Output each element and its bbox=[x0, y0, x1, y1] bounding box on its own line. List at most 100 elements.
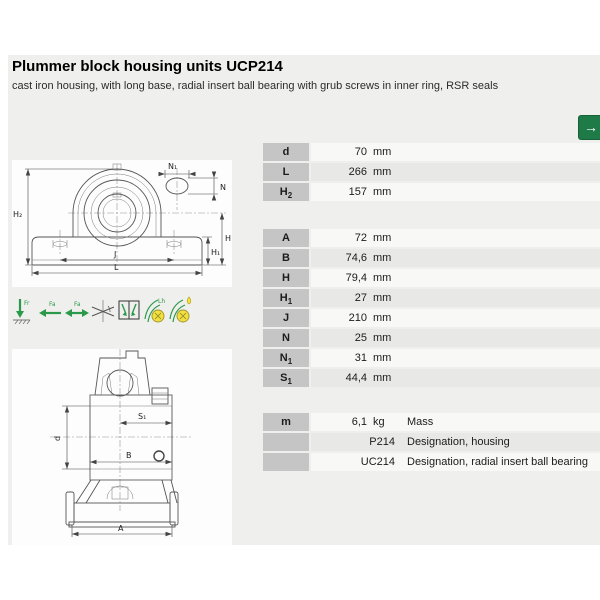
dim-unit: mm bbox=[373, 146, 392, 158]
dim-symbol: S1 bbox=[263, 369, 309, 387]
dim-value: P214 bbox=[369, 436, 395, 448]
front-view-drawing: H₂ N₁ N H H₁ J L bbox=[12, 160, 232, 287]
svg-text:Fa: Fa bbox=[74, 301, 81, 308]
dim-symbol: d bbox=[263, 143, 309, 161]
dim-unit: mm bbox=[373, 292, 392, 304]
dim-value: 79,4 bbox=[345, 272, 367, 284]
dim-value: 266 bbox=[348, 166, 367, 178]
dim-value: 6,1 bbox=[351, 416, 367, 428]
dim-unit: mm bbox=[373, 332, 392, 344]
dim-value: 74,6 bbox=[345, 252, 367, 264]
table-row: m 6,1 kg Mass bbox=[263, 413, 600, 431]
seals-both-sides-icon bbox=[118, 300, 140, 320]
dim-unit: mm bbox=[373, 186, 392, 198]
dim-unit: mm bbox=[373, 232, 392, 244]
dim-symbol bbox=[263, 433, 309, 451]
page-subtitle: cast iron housing, with long base, radia… bbox=[12, 80, 499, 92]
table-row: N 25 mm bbox=[263, 329, 600, 347]
dim-unit: mm bbox=[373, 252, 392, 264]
oil-lubrication-icon bbox=[169, 296, 192, 323]
dim-symbol: m bbox=[263, 413, 309, 431]
table-row: H 79,4 mm bbox=[263, 269, 600, 287]
dim-unit: mm bbox=[373, 372, 392, 384]
table-row: H2 157 mm bbox=[263, 183, 600, 201]
dim-value: 72 bbox=[354, 232, 367, 244]
dim-symbol: A bbox=[263, 229, 309, 247]
dim-symbol bbox=[263, 453, 309, 471]
dim-label-H1: H₁ bbox=[211, 248, 220, 257]
dim-value: 27 bbox=[354, 292, 367, 304]
dim-label-L: L bbox=[114, 263, 119, 272]
dim-description: Designation, housing bbox=[407, 436, 510, 448]
dim-label-B: B bbox=[126, 451, 132, 460]
dim-description: Mass bbox=[407, 416, 434, 428]
dim-symbol: L bbox=[263, 163, 309, 181]
value-cell: 72 mm bbox=[311, 229, 600, 247]
table-row: J 210 mm bbox=[263, 309, 600, 327]
angular-misalignment-icon bbox=[91, 300, 115, 322]
value-cell: 79,4 mm bbox=[311, 269, 600, 287]
svg-text:Lh: Lh bbox=[158, 298, 165, 305]
svg-text:Fa: Fa bbox=[49, 301, 56, 308]
dim-label-A: A bbox=[118, 524, 124, 533]
dim-symbol: N1 bbox=[263, 349, 309, 367]
value-cell: 70 mm bbox=[311, 143, 600, 161]
dim-unit: mm bbox=[373, 352, 392, 364]
dim-value: 25 bbox=[354, 332, 367, 344]
dim-value: UC214 bbox=[360, 456, 395, 468]
next-page-button[interactable]: → bbox=[578, 115, 600, 140]
dim-value: 70 bbox=[354, 146, 367, 158]
section-view-drawing: S₁ d B A bbox=[12, 349, 232, 545]
dim-label-S1: S₁ bbox=[138, 412, 146, 421]
arrow-right-icon: → bbox=[584, 119, 598, 135]
value-cell: P214 Designation, housing bbox=[311, 433, 600, 451]
grease-relubrication-icon: Lh bbox=[144, 298, 165, 323]
table-row: P214 Designation, housing bbox=[263, 433, 600, 451]
dim-label-H: H bbox=[225, 234, 231, 243]
table-row: B 74,6 mm bbox=[263, 249, 600, 267]
table-row: A 72 mm bbox=[263, 229, 600, 247]
dim-symbol: B bbox=[263, 249, 309, 267]
dim-label-N: N bbox=[220, 183, 226, 192]
dim-label-d: d bbox=[53, 436, 62, 441]
value-cell: 31 mm bbox=[311, 349, 600, 367]
value-cell: 27 mm bbox=[311, 289, 600, 307]
value-cell: 210 mm bbox=[311, 309, 600, 327]
dim-symbol: H bbox=[263, 269, 309, 287]
dim-symbol: N bbox=[263, 329, 309, 347]
dim-value: 210 bbox=[348, 312, 367, 324]
dim-label-H2: H₂ bbox=[13, 210, 22, 219]
value-cell: 74,6 mm bbox=[311, 249, 600, 267]
dim-label-N1: N₁ bbox=[168, 162, 177, 171]
axial-load-one-direction-icon: Fa bbox=[39, 301, 61, 317]
dim-label-J: J bbox=[113, 250, 116, 259]
svg-text:Fr: Fr bbox=[24, 300, 30, 307]
feature-icons-row: Fr Fa Fa Lh bbox=[13, 296, 193, 324]
radial-load-icon: Fr bbox=[13, 299, 31, 324]
table-row: S1 44,4 mm bbox=[263, 369, 600, 387]
table-row: H1 27 mm bbox=[263, 289, 600, 307]
dim-value: 157 bbox=[348, 186, 367, 198]
dim-value: 31 bbox=[354, 352, 367, 364]
dim-unit: kg bbox=[373, 416, 385, 428]
dim-symbol: H1 bbox=[263, 289, 309, 307]
dim-unit: mm bbox=[373, 312, 392, 324]
dim-symbol: H2 bbox=[263, 183, 309, 201]
table-row: d 70 mm bbox=[263, 143, 600, 161]
dim-unit: mm bbox=[373, 272, 392, 284]
page-title: Plummer block housing units UCP214 bbox=[12, 58, 283, 75]
dim-value: 44,4 bbox=[345, 372, 367, 384]
value-cell: 44,4 mm bbox=[311, 369, 600, 387]
value-cell: 25 mm bbox=[311, 329, 600, 347]
value-cell: 6,1 kg Mass bbox=[311, 413, 600, 431]
table-row: N1 31 mm bbox=[263, 349, 600, 367]
dim-symbol: J bbox=[263, 309, 309, 327]
